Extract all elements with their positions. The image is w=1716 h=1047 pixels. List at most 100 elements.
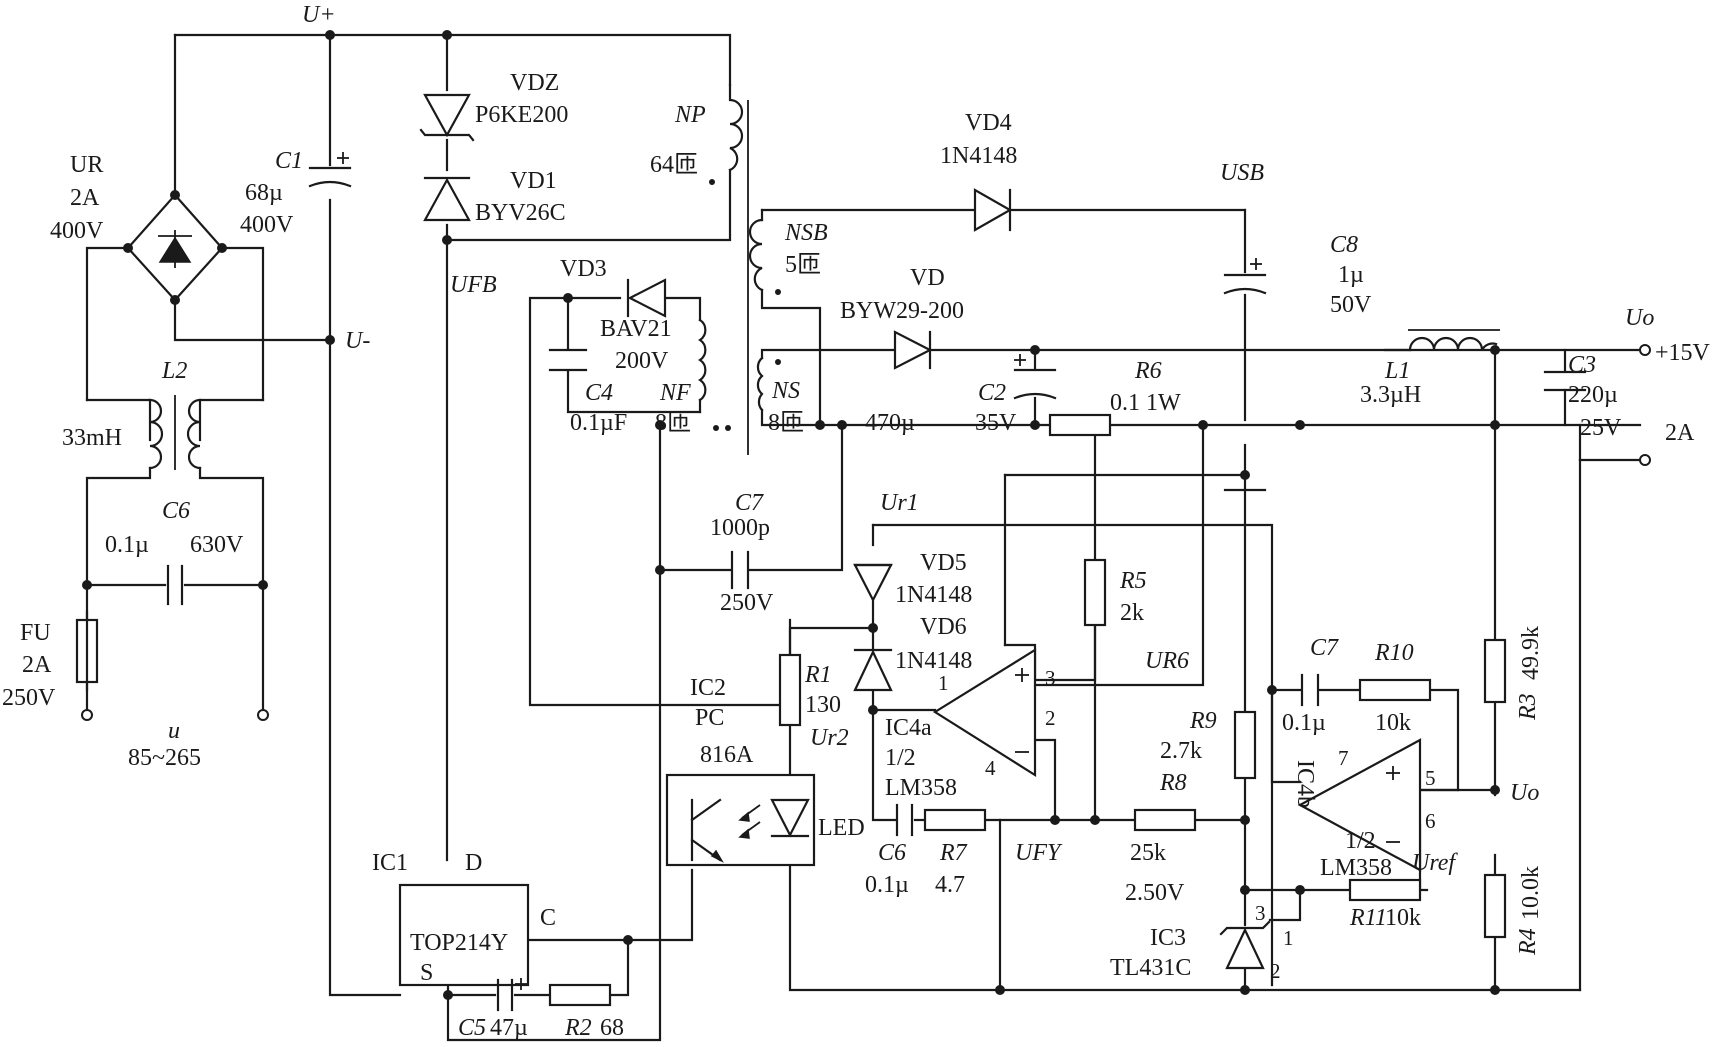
label-c3-volt: 25V: [1580, 415, 1622, 441]
switcher-ic1: [398, 883, 530, 987]
label-r5-name: R5: [1119, 568, 1147, 594]
zener-diode-vdz: [419, 93, 475, 142]
label-c7-volt: 250V: [720, 590, 774, 616]
label-nsb-name: NSB: [784, 220, 828, 246]
resistor-r4: [1483, 873, 1507, 939]
diode-vd6: [853, 648, 893, 692]
label-l1-val: 3.3µH: [1360, 382, 1421, 408]
label-r1-name: R1: [804, 662, 832, 688]
label-ns-turns: 8匝: [768, 410, 804, 436]
capacitor-c1: [308, 152, 352, 188]
transformer-np-winding: [709, 83, 744, 185]
label-vd-part: BYW29-200: [840, 298, 964, 324]
label-r11-val: 10k: [1385, 905, 1421, 931]
diode-vd1: [423, 176, 471, 222]
label-c4-name: C4: [585, 380, 613, 406]
resistor-r2: [548, 983, 612, 1007]
label-c3-name: C3: [1568, 352, 1596, 378]
label-r11-name: R11: [1349, 905, 1387, 931]
label-vd6-part: 1N4148: [895, 648, 972, 674]
fuse-fu: [75, 610, 99, 692]
label-pin-5b: 5: [1425, 766, 1436, 790]
label-ic2-part2: 816A: [700, 742, 754, 768]
shunt-regulator-ic3: [1219, 920, 1271, 970]
label-ic4a-part: LM358: [885, 775, 957, 801]
label-r3-val: 49.9k: [1518, 626, 1544, 680]
label-ic4b-name: IC4b: [1292, 760, 1318, 808]
label-u-name: u: [168, 718, 180, 744]
label-c6b-val: 0.1µ: [865, 872, 909, 898]
label-c1-name: C1: [275, 148, 303, 174]
label-ic4a-frac: 1/2: [885, 745, 916, 771]
resistor-r9: [1233, 710, 1257, 780]
label-ur-current: 2A: [70, 185, 100, 211]
label-r5-val: 2k: [1120, 600, 1144, 626]
resistor-r3: [1483, 638, 1507, 704]
transformer-nsb-winding: [748, 218, 781, 295]
label-pin-1c: 1: [1283, 926, 1294, 950]
label-vd5-part: 1N4148: [895, 582, 972, 608]
diode-vd: [893, 330, 933, 370]
label-uo-out: Uo: [1625, 305, 1654, 331]
label-pin-2a: 2: [1045, 706, 1056, 730]
label-pin-s: S: [420, 960, 433, 986]
capacitor-c4: [548, 348, 588, 372]
capacitor-c5: [496, 978, 527, 1012]
label-r7-name: R7: [939, 840, 968, 866]
label-pin-1a: 1: [938, 671, 949, 695]
label-out-voltage: +15V: [1655, 340, 1711, 366]
label-c2-name: C2: [978, 380, 1006, 406]
label-v250: 2.50V: [1125, 880, 1185, 906]
label-uo-node: Uo: [1510, 780, 1539, 806]
label-r6-val: 0.1 1W: [1110, 390, 1181, 416]
label-pin-3a: 3: [1045, 666, 1056, 690]
label-c5-name: C5: [458, 1015, 486, 1041]
label-c2-volt: 35V: [975, 410, 1017, 436]
label-ic3-part: TL431C: [1110, 955, 1191, 981]
inductor-l1: [1408, 329, 1500, 352]
capacitor-c3: [1543, 370, 1587, 392]
label-c6-name: C6: [162, 498, 190, 524]
label-ic4b-part: LM358: [1320, 855, 1392, 881]
resistor-r1: [778, 653, 802, 727]
capacitor-c6-feedback: [895, 803, 914, 837]
label-vdz-part: P6KE200: [475, 102, 568, 128]
label-c8-cap: 1µ: [1338, 262, 1364, 288]
label-nsb-turns: 5匝: [785, 252, 821, 278]
label-vdz-name: VDZ: [510, 70, 559, 96]
label-c1-volt: 400V: [240, 212, 294, 238]
optocoupler-ic2: [665, 773, 816, 867]
label-pin-3c: 3: [1255, 901, 1266, 925]
label-nf-turns: 8匝: [655, 410, 691, 436]
label-pin-7b: 7: [1338, 746, 1349, 770]
label-np-turns: 64匝: [650, 152, 698, 178]
label-usb: USB: [1220, 160, 1264, 186]
label-ufy: UFY: [1015, 840, 1063, 866]
label-c5-val: 47µ: [490, 1015, 528, 1041]
resistor-r11: [1348, 878, 1422, 902]
label-out-current: 2A: [1665, 420, 1695, 446]
resistor-r10: [1358, 678, 1432, 702]
transformer-nf-winding: [698, 318, 731, 431]
label-np-name: NP: [674, 102, 706, 128]
label-ur2: Ur2: [810, 725, 849, 751]
capacitor-c6: [166, 564, 184, 606]
label-vd6-name: VD6: [920, 614, 967, 640]
label-vd1-part: BYV26C: [475, 200, 566, 226]
label-ic4b-frac: 1/2: [1345, 828, 1376, 854]
diode-vd3: [626, 278, 667, 318]
capacitor-c7-snubber: [730, 550, 750, 590]
label-pin-c: C: [540, 905, 556, 931]
label-r9-val: 2.7k: [1160, 738, 1202, 764]
label-vd3-name: VD3: [560, 256, 607, 282]
label-c6b-name: C6: [878, 840, 906, 866]
label-ur1: Ur1: [880, 490, 919, 516]
label-ic1-name: IC1: [372, 850, 408, 876]
label-vd4-part: 1N4148: [940, 143, 1017, 169]
label-ic1-part: TOP214Y: [410, 930, 508, 956]
label-uref: Uref: [1412, 850, 1458, 876]
bridge-rectifier-ur: [123, 190, 227, 305]
label-r1-val: 130: [805, 692, 841, 718]
label-c8-volt: 50V: [1330, 292, 1372, 318]
label-u-fb: UFB: [450, 272, 497, 298]
